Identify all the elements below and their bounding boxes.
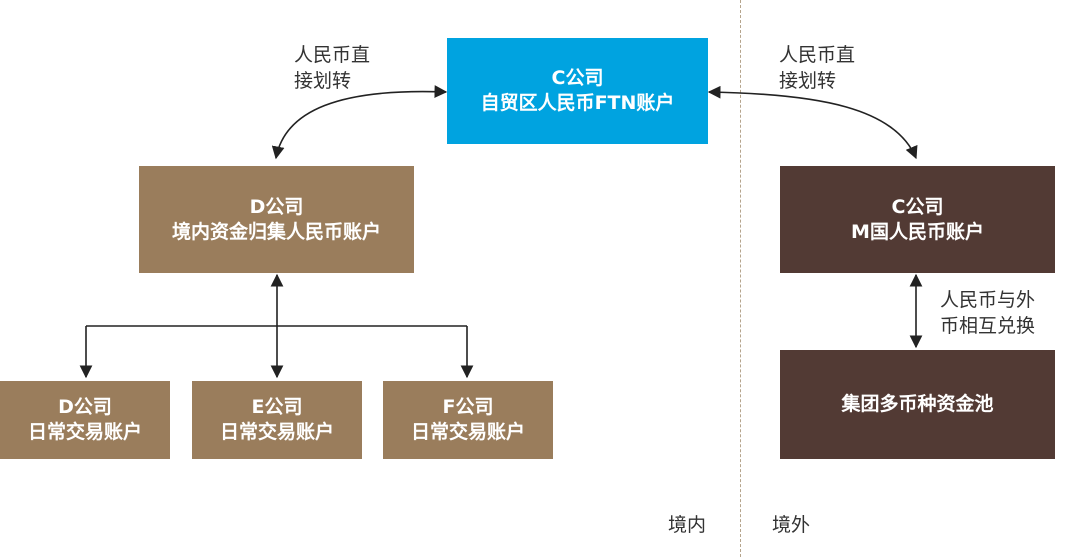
box-title: D公司 (58, 396, 112, 419)
box-title: C公司 (551, 67, 604, 90)
box-subtitle: 境内资金归集人民币账户 (171, 220, 381, 243)
box-subtitle: 日常交易账户 (27, 421, 142, 443)
left-transfer-label: 人民币直 接划转 (294, 44, 371, 92)
domestic-overseas-divider (740, 0, 741, 557)
d-daily-account-box: D公司 日常交易账户 (0, 381, 170, 459)
box-title: F公司 (442, 396, 494, 419)
e-daily-account-box: E公司 日常交易账户 (192, 381, 362, 459)
arrow-ftn-to-c-m (707, 85, 918, 160)
f-daily-account-box: F公司 日常交易账户 (383, 381, 553, 459)
right-transfer-label: 人民币直 接划转 (779, 44, 856, 92)
c-ftn-account-box: C公司 自贸区人民币FTN账户 (447, 38, 708, 144)
d-pool-account-box: D公司 境内资金归集人民币账户 (139, 166, 414, 273)
exchange-label: 人民币与外 币相互兑换 (940, 289, 1036, 337)
overseas-label: 境外 (772, 514, 811, 536)
c-m-account-box: C公司 M国人民币账户 (780, 166, 1055, 273)
domestic-label: 境内 (668, 514, 707, 536)
box-title: C公司 (891, 195, 944, 218)
box-title: D公司 (249, 195, 304, 218)
arrow-ftn-to-d-pool (271, 85, 448, 160)
box-title: E公司 (251, 396, 303, 419)
box-title: 集团多币种资金池 (841, 393, 994, 416)
box-subtitle: 日常交易账户 (219, 421, 334, 443)
box-subtitle: 自贸区人民币FTN账户 (480, 92, 675, 114)
group-pool-box: 集团多币种资金池 (780, 350, 1055, 459)
box-subtitle: 日常交易账户 (410, 421, 525, 443)
box-subtitle: M国人民币账户 (851, 220, 984, 243)
